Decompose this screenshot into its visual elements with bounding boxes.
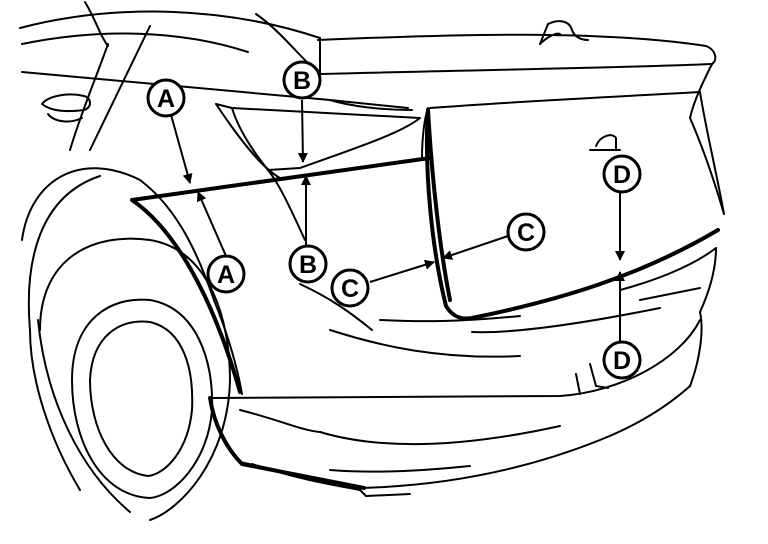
callout-b-bottom-label: B [299, 251, 317, 279]
arrow-c-left [369, 259, 435, 283]
callout-b-top: B [282, 60, 322, 100]
callout-c-right: C [506, 212, 546, 252]
callout-d-bottom-label: D [613, 347, 631, 375]
callout-a-bottom: A [206, 254, 246, 294]
callout-c-left: C [330, 268, 370, 308]
callout-c-left-label: C [341, 275, 359, 303]
car-body-outline [19, 1, 725, 521]
callout-a-top-label: A [157, 85, 175, 113]
callout-c-right-label: C [517, 219, 535, 247]
arrow-b-top [297, 99, 308, 163]
callout-d-bottom: D [602, 340, 642, 380]
callout-b-bottom: B [288, 244, 328, 284]
measurement-arrows [167, 99, 625, 342]
callout-a-top: A [146, 78, 186, 118]
arrow-a-bottom [197, 191, 227, 257]
callout-b-top-label: B [293, 67, 311, 95]
callout-a-bottom-label: A [217, 261, 235, 289]
callout-d-top: D [602, 154, 642, 194]
arrow-c-right [442, 235, 509, 260]
arrow-a-top [167, 103, 193, 184]
callout-d-top-label: D [613, 161, 631, 189]
